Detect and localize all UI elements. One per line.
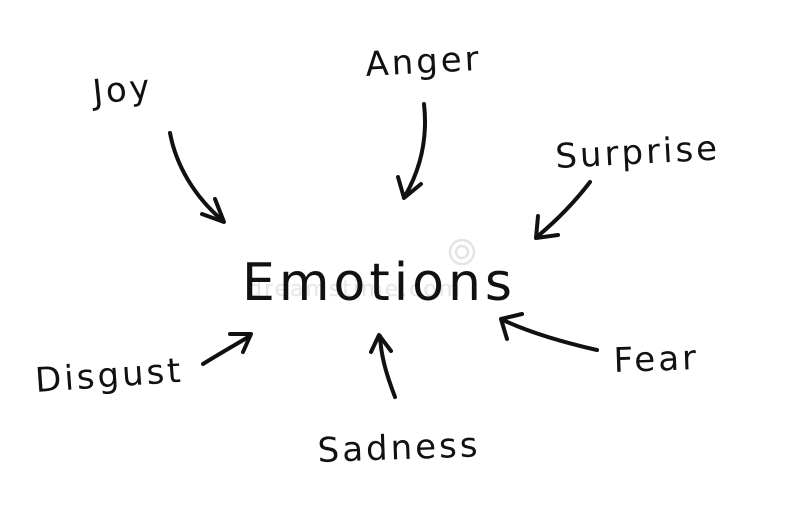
node-label-sadness: Sadness [317, 425, 481, 471]
arrow-fear-to-emotions [499, 312, 599, 352]
center-label-emotions: Emotions [242, 253, 516, 313]
watermark: dreamstime.com [248, 238, 476, 302]
watermark-logo-inner-ring [454, 244, 470, 260]
node-label-surprise: Surprise [554, 128, 721, 177]
node-label-anger: Anger [364, 39, 482, 85]
watermark-logo-ring [448, 238, 476, 266]
arrow-sadness-to-emotions [369, 333, 397, 399]
watermark-text: dreamstime.com [248, 277, 462, 302]
node-label-disgust: Disgust [34, 351, 185, 401]
node-label-fear: Fear [613, 338, 700, 381]
arrow-joy-to-emotions [168, 131, 226, 224]
node-label-joy: Joy [89, 67, 155, 113]
arrow-surprise-to-emotions [534, 180, 592, 240]
arrow-anger-to-emotions [396, 102, 427, 200]
arrow-disgust-to-emotions [201, 332, 253, 366]
